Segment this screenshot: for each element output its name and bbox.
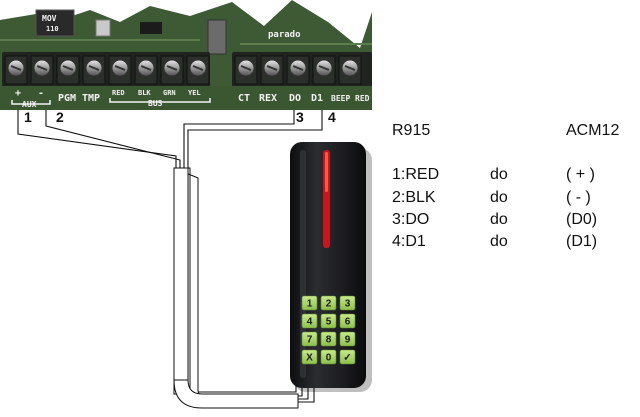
keypad-key[interactable] [320,295,337,311]
reader-led-glow [325,152,328,192]
row-2-left: 2:BLK [392,189,436,206]
keypad-key[interactable] [339,331,356,347]
keypad-key-label: 8 [326,335,332,346]
mov-chip-sub: 110 [46,25,59,33]
keypad-key[interactable] [339,295,356,311]
keypad-key-label: 0 [326,353,332,364]
label-pgm: PGM [58,93,76,104]
wire-number-3: 3 [296,109,304,125]
wire-number-1: 1 [24,109,32,125]
row-2-right: ( - ) [566,189,591,206]
keypad-key-label: 5 [326,317,332,328]
keypad-key-label: 3 [345,299,351,310]
keypad-key-label: 4 [307,317,313,328]
keypad-key-label: 7 [307,335,313,346]
keypad-key[interactable] [339,349,356,365]
keypad-key-label: 9 [345,335,351,346]
capacitor [95,19,111,37]
keypad-key[interactable] [320,331,337,347]
silkscreen-strip [0,86,372,110]
wire-bundle [17,110,323,403]
label-blk: BLK [138,89,151,97]
keypad-key-label: X [306,353,313,364]
row-2-mid: do [490,189,508,206]
keypad-key[interactable] [320,349,337,365]
terminal-screws [4,55,362,85]
screw-slot [36,65,48,71]
keypad-key[interactable] [301,295,318,311]
keypad-key[interactable] [301,313,318,329]
label-yel: YEL [188,89,201,97]
label-aux: AUX [22,100,37,109]
screw-slot [166,65,178,71]
label-grn: GRN [163,89,176,97]
table-header-acm12: ACM12 [566,122,619,139]
screw-slot [266,65,278,71]
label-rex: REX [259,93,277,104]
screw-slot [344,65,356,71]
label-tmp: TMP [82,93,100,104]
label-red-2: RED [355,94,370,103]
reader-keypad: 1 2 3 4 5 6 7 8 9X 0 ✓ [301,295,356,365]
label-d1: D1 [311,93,323,104]
aux-bracket [11,100,51,105]
keypad-key-label: 6 [345,317,351,328]
cable-sheath-bottom [173,379,299,409]
label-aux-plus: + [15,88,21,99]
screw-slot [318,65,330,71]
row-4-left: 4:D1 [392,233,426,250]
cable-sheath-body [173,167,189,395]
keypad-key[interactable] [301,349,318,365]
wire-1 [17,110,297,393]
keypad-key-label: 2 [326,299,332,310]
row-3-left: 3:DO [392,211,429,228]
reader-led [323,150,330,248]
keypad-key[interactable] [339,313,356,329]
row-4-right: (D1) [566,233,597,250]
label-bus: BUS [148,99,163,108]
screw-slot [10,65,22,71]
keypad-key-label: ✓ [343,353,351,364]
screw-slot [88,65,100,71]
screw-slot [240,65,252,71]
screw-slot [292,65,304,71]
row-3-right: (D0) [566,211,597,228]
bus-bracket [109,98,211,103]
mov-chip [35,9,75,37]
screw-slot [114,65,126,71]
screw-slot [192,65,204,71]
wire-number-2: 2 [56,109,64,125]
label-aux-minus: - [38,88,44,99]
pcb-surface [0,0,640,48]
wire-3 [183,110,309,400]
row-1-right: ( + ) [566,166,595,183]
label-ct: CT [238,93,250,104]
label-beep: BEEP [331,94,350,103]
pcb-component [140,22,162,34]
label-red: RED [112,89,125,97]
row-3-mid: do [490,211,508,228]
wire-number-4: 4 [328,109,336,125]
keypad-key-label: 1 [307,299,313,310]
table-header-r915: R915 [392,122,430,139]
brand-label: parado [268,30,301,40]
mov-chip-label: MOV [42,14,57,23]
keypad-key[interactable] [301,331,318,347]
mapping-table: R915 ACM12 1:RED do ( + ) 2:BLK do ( - )… [392,122,619,250]
control-board: MOV 110 parado + AUX - PGM TMP RED BLK B… [0,0,640,110]
wire-4 [187,110,323,403]
label-do: DO [289,93,301,104]
row-1-left: 1:RED [392,166,439,183]
terminal-block-left [2,52,210,88]
keypad-key[interactable] [320,313,337,329]
row-4-mid: do [490,233,508,250]
screw-slot [62,65,74,71]
cable-sheath [173,167,291,405]
r915-reader: 1 2 3 4 5 6 7 8 9X 0 ✓ [290,142,372,392]
row-1-mid: do [490,166,508,183]
screw-slot [140,65,152,71]
pcb-component [207,19,227,55]
